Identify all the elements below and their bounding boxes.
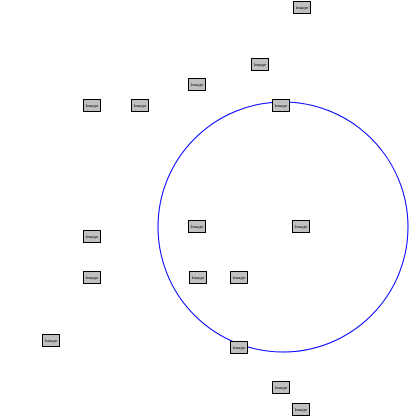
image-node: Image [251,58,269,71]
image-node: Image [272,381,290,394]
image-node: Image [230,271,248,284]
image-node: Image [292,403,310,416]
image-node-label: Image [232,274,246,280]
image-node: Image [83,230,101,243]
image-node-label: Image [295,4,309,10]
image-node-label: Image [85,233,99,239]
image-node-label: Image [190,223,204,229]
image-node: Image [83,271,101,284]
image-node-label: Image [274,384,288,390]
image-node: Image [42,334,60,347]
image-node-label: Image [274,102,288,108]
image-node: Image [293,1,311,14]
image-node: Image [272,99,290,112]
image-node: Image [189,271,207,284]
image-node-label: Image [133,102,147,108]
image-node-label: Image [294,406,308,412]
image-node: Image [131,99,149,112]
image-node: Image [188,220,206,233]
image-node-label: Image [253,61,267,67]
image-node-label: Image [85,102,99,108]
image-node-label: Image [190,81,204,87]
image-node-label: Image [232,344,246,350]
image-node-label: Image [85,274,99,280]
image-node: Image [230,341,248,354]
image-node: Image [83,99,101,112]
image-node-label: Image [44,337,58,343]
image-node-label: Image [294,223,308,229]
image-node: Image [292,220,310,233]
image-node-label: Image [191,274,205,280]
image-node: Image [188,78,206,91]
